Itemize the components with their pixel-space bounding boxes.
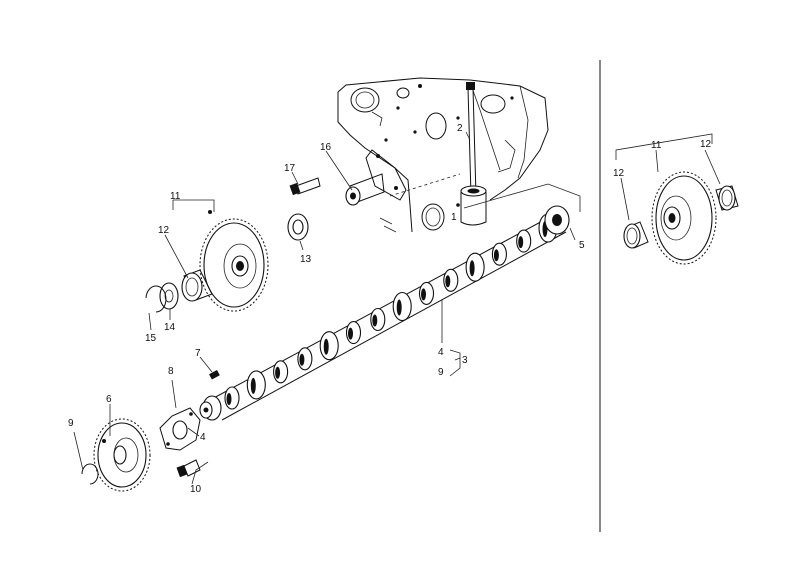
lobe-shading bbox=[518, 236, 524, 249]
callout-14: 14 bbox=[164, 322, 176, 333]
engine-block bbox=[337, 77, 549, 233]
tappet bbox=[456, 185, 487, 226]
callout-3: 3 bbox=[462, 355, 468, 366]
callout-12: 12 bbox=[158, 225, 170, 236]
bolt-10 bbox=[176, 459, 201, 478]
bearing-support bbox=[345, 149, 407, 206]
camshaft-journal bbox=[319, 331, 339, 361]
lobe-shading bbox=[493, 249, 499, 262]
callout-15: 15 bbox=[145, 333, 157, 344]
callout-9-camshaft: 9 bbox=[438, 367, 444, 378]
push-rod bbox=[466, 82, 477, 197]
lobe-shading bbox=[469, 260, 475, 277]
inset-idler-gear-assembly: 11 12 12 bbox=[613, 133, 739, 265]
camshaft-journal bbox=[392, 291, 412, 322]
lobe-shading bbox=[226, 393, 232, 405]
callout-labels: 11 12 14 15 13 16 17 2 1 5 4 9 3 7 8 4 6… bbox=[68, 123, 585, 495]
callout-7: 7 bbox=[195, 348, 201, 359]
callout-9-circlip: 9 bbox=[68, 418, 74, 429]
callout-8: 8 bbox=[168, 366, 174, 377]
lobe-shading bbox=[445, 275, 451, 288]
callout-11: 11 bbox=[170, 191, 181, 202]
circlip-9 bbox=[81, 463, 99, 485]
thrust-plate bbox=[159, 407, 201, 451]
callout-6: 6 bbox=[106, 394, 112, 405]
callout-2: 2 bbox=[457, 123, 463, 134]
idler-gear bbox=[199, 210, 269, 312]
lobe-shading bbox=[421, 288, 426, 301]
callout-5: 5 bbox=[579, 240, 585, 251]
circlip-15 bbox=[145, 285, 167, 313]
callout-4-camshaft: 4 bbox=[438, 347, 444, 358]
callout-16: 16 bbox=[320, 142, 332, 153]
inset-callout-12-right: 12 bbox=[700, 139, 712, 150]
callout-13: 13 bbox=[300, 254, 312, 265]
lobe-shading bbox=[250, 377, 256, 394]
callout-17: 17 bbox=[284, 163, 296, 174]
lobe-shading bbox=[275, 366, 281, 379]
lobe-shading bbox=[372, 314, 378, 327]
callout-4-plate: 4 bbox=[200, 432, 206, 443]
lobe-shading bbox=[323, 338, 329, 355]
inset-callout-11: 11 bbox=[651, 140, 662, 151]
bushing-12 bbox=[181, 269, 213, 302]
lobe-shading bbox=[396, 299, 402, 316]
callout-10: 10 bbox=[190, 484, 202, 495]
camshaft-journal bbox=[246, 370, 266, 400]
leader-lines bbox=[73, 131, 581, 485]
camshaft bbox=[199, 205, 570, 421]
lobe-shading bbox=[299, 353, 305, 366]
thrust-washer bbox=[287, 213, 309, 241]
washer-14 bbox=[159, 282, 179, 310]
callout-1: 1 bbox=[451, 212, 457, 223]
lobe-shading bbox=[348, 327, 353, 340]
inset-callout-12-left: 12 bbox=[613, 168, 625, 179]
bolt-17 bbox=[289, 177, 321, 196]
camshaft-journal bbox=[465, 252, 485, 282]
camshaft-gear bbox=[93, 418, 151, 492]
